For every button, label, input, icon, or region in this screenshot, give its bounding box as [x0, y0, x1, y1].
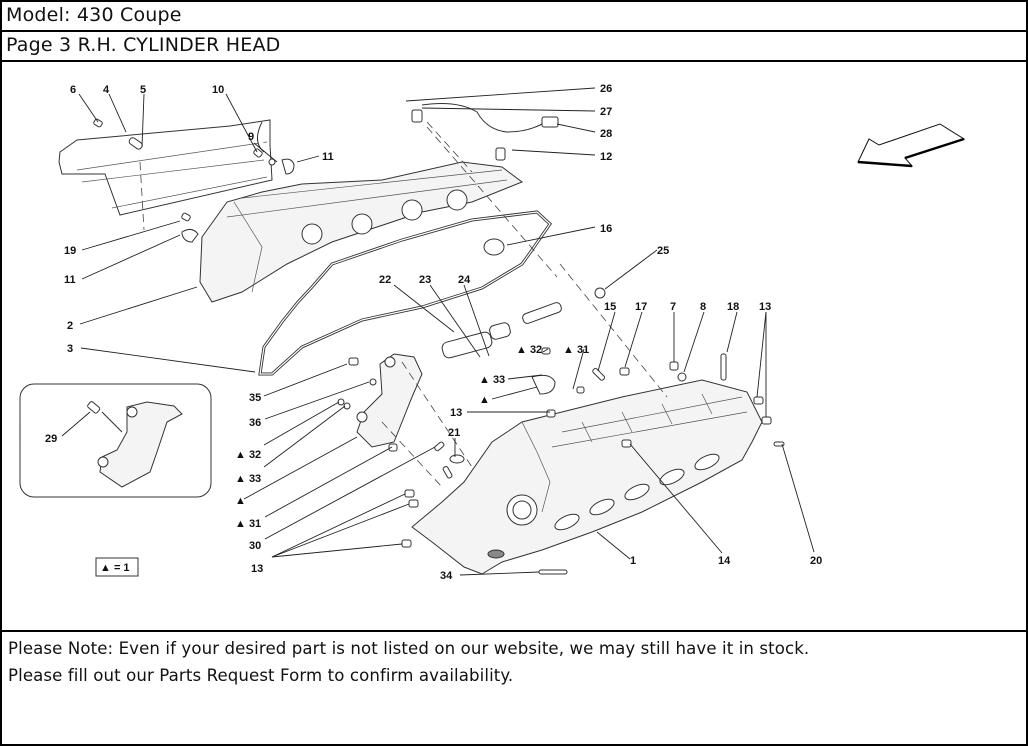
model-label: Model: 430 Coupe	[6, 4, 182, 26]
arrow-left-down-icon	[857, 123, 966, 168]
callout-33b[interactable]: ▲ 33	[235, 473, 261, 485]
callout-21[interactable]: 21	[448, 427, 460, 439]
cam-cover-part	[199, 161, 524, 303]
callout-32a[interactable]: ▲ 32	[516, 344, 542, 356]
callout-36[interactable]: 36	[249, 417, 261, 429]
note-panel: Please Note: Even if your desired part i…	[0, 630, 1026, 746]
leader-lines	[78, 87, 815, 576]
callout-35[interactable]: 35	[249, 392, 261, 404]
cover-gasket-part	[258, 210, 552, 376]
callout-10[interactable]: 10	[212, 84, 224, 96]
bracket-part	[356, 353, 423, 448]
callout-19[interactable]: 19	[64, 245, 76, 257]
callout-27[interactable]: 27	[600, 106, 612, 118]
callout-12[interactable]: 12	[600, 151, 612, 163]
callout-13a[interactable]: 13	[450, 407, 462, 419]
cylinder-head-part	[411, 379, 763, 575]
callout-3[interactable]: 3	[67, 343, 73, 355]
callout-4[interactable]: 4	[103, 84, 110, 96]
callout-17[interactable]: 17	[635, 301, 647, 313]
callout-triangle-b[interactable]: ▲	[235, 495, 246, 507]
callout-33a[interactable]: ▲ 33	[479, 374, 505, 386]
parts-diagram: 29 ▲ = 1	[19, 83, 966, 582]
callout-25[interactable]: 25	[657, 245, 669, 257]
callout-5[interactable]: 5	[140, 84, 146, 96]
callout-31a[interactable]: ▲ 31	[563, 344, 589, 356]
callout-8[interactable]: 8	[700, 301, 706, 313]
legend-text: ▲ = 1	[100, 562, 130, 574]
callout-23[interactable]: 23	[419, 274, 431, 286]
legend-box: ▲ = 1	[95, 557, 139, 577]
parts-diagram-panel: 29 ▲ = 1	[0, 60, 1026, 632]
callout-11b[interactable]: 11	[64, 274, 76, 286]
inset-detail-box: 29	[19, 383, 212, 498]
callout-15[interactable]: 15	[604, 301, 616, 313]
callout-24[interactable]: 24	[458, 274, 471, 286]
callout-22[interactable]: 22	[379, 274, 391, 286]
callout-18[interactable]: 18	[727, 301, 739, 313]
callout-14[interactable]: 14	[718, 555, 731, 567]
callout-32b[interactable]: ▲ 32	[235, 449, 261, 461]
callout-26[interactable]: 26	[600, 83, 612, 95]
stock-note-text: Please Note: Even if your desired part i…	[8, 639, 810, 658]
callout-28[interactable]: 28	[600, 128, 612, 140]
callout-2[interactable]: 2	[67, 320, 73, 332]
callout-29[interactable]: 29	[45, 433, 57, 445]
callout-13c[interactable]: 13	[251, 563, 263, 575]
callout-31b[interactable]: ▲ 31	[235, 518, 261, 530]
callout-13b[interactable]: 13	[759, 301, 771, 313]
page-header-row: Page 3 R.H. CYLINDER HEAD	[0, 30, 1026, 61]
callout-7[interactable]: 7	[670, 301, 676, 313]
callout-triangle-a[interactable]: ▲	[479, 394, 490, 406]
small-parts	[93, 118, 785, 575]
model-header-row: Model: 430 Coupe	[0, 0, 1026, 31]
callout-11[interactable]: 11	[322, 151, 334, 163]
page-title: Page 3 R.H. CYLINDER HEAD	[6, 34, 281, 56]
callout-30[interactable]: 30	[249, 540, 261, 552]
callout-34[interactable]: 34	[440, 570, 453, 582]
callout-9[interactable]: 9	[248, 131, 254, 143]
sensor-part	[411, 103, 559, 161]
callout-6[interactable]: 6	[70, 84, 76, 96]
callout-1[interactable]: 1	[630, 555, 636, 567]
callout-20[interactable]: 20	[810, 555, 822, 567]
parts-request-note-text: Please fill out our Parts Request Form t…	[8, 666, 514, 685]
callout-16[interactable]: 16	[600, 223, 612, 235]
cam-actuator-part	[441, 287, 606, 359]
